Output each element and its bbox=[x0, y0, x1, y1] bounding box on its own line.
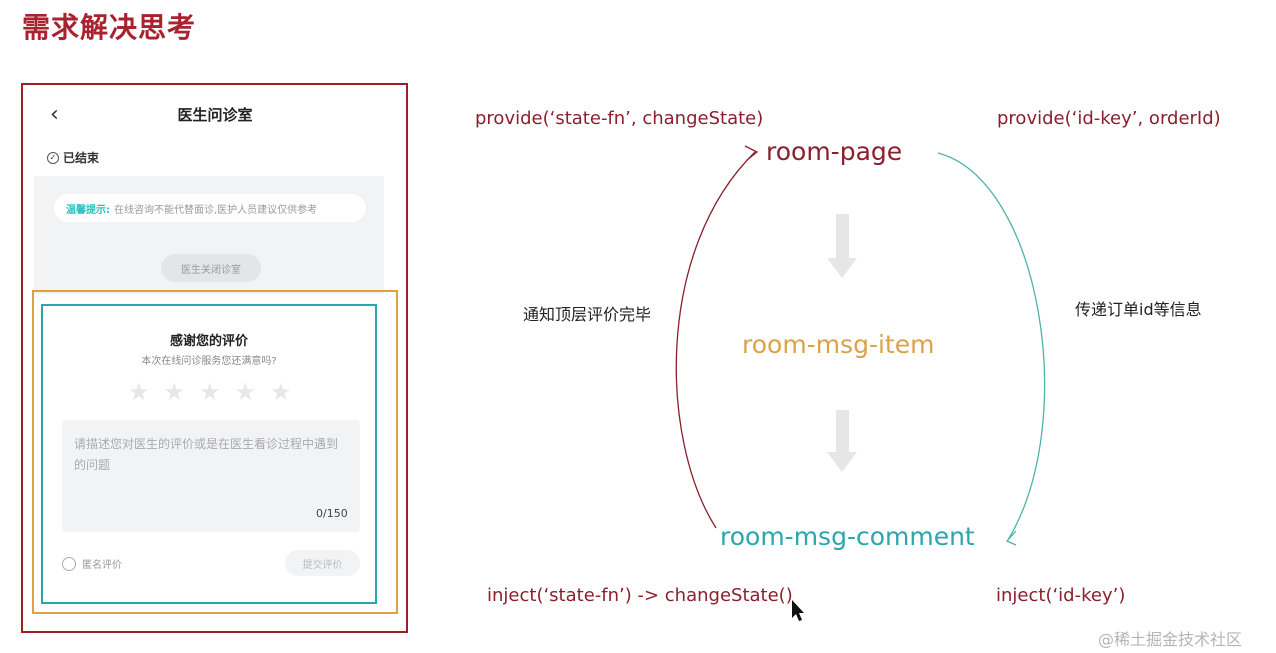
node-room-msg-comment: room-msg-comment bbox=[720, 522, 975, 551]
char-counter: 0/150 bbox=[316, 507, 348, 520]
anonymous-toggle[interactable]: 匿名评价 bbox=[62, 556, 122, 571]
back-icon[interactable]: ‹ bbox=[50, 102, 59, 127]
review-question: 本次在线问诊服务您还满意吗? bbox=[141, 356, 277, 367]
star-icon[interactable]: ★ bbox=[128, 378, 150, 406]
consult-status: ✓ 已结束 bbox=[47, 149, 99, 166]
provide-id-code: provide(‘id-key’, orderId) bbox=[997, 108, 1221, 129]
inject-id-code: inject(‘id-key’) bbox=[996, 585, 1126, 606]
star-icon[interactable]: ★ bbox=[234, 378, 257, 406]
page-title: 需求解决思考 bbox=[22, 11, 197, 44]
provide-state-code: provide(‘state-fn’, changeState) bbox=[475, 108, 764, 129]
tip-label: 温馨提示: bbox=[66, 204, 110, 216]
room-msg-item-highlight bbox=[32, 290, 398, 614]
review-textarea[interactable]: 请描述您对医生的评价或是在医生看诊过程中遇到的问题 bbox=[62, 420, 360, 532]
tip-text: 在线咨询不能代替面诊,医护人员建议仅供参考 bbox=[114, 204, 318, 216]
nav-title: 医生问诊室 bbox=[177, 106, 253, 124]
inject-state-code: inject(‘state-fn’) -> changeState() bbox=[487, 585, 793, 606]
doctor-closed-room-notice: 医生关闭诊室 bbox=[161, 254, 261, 282]
star-icon[interactable]: ★ bbox=[163, 378, 186, 406]
down-arrow-1 bbox=[827, 214, 857, 278]
node-room-msg-item: room-msg-item bbox=[742, 330, 935, 359]
anonymous-label: 匿名评价 bbox=[82, 560, 122, 571]
cursor-icon bbox=[792, 600, 804, 621]
watermark: @稀土掘金技术社区 bbox=[1098, 630, 1243, 649]
pass-arrowhead bbox=[1005, 530, 1017, 546]
tip-bubble: 温馨提示: 在线咨询不能代替面诊,医护人员建议仅供参考 bbox=[54, 194, 366, 222]
check-circle-icon: ✓ bbox=[47, 151, 59, 164]
star-icon[interactable]: ★ bbox=[199, 378, 221, 406]
rating-stars[interactable]: ★ ★ ★ ★ ★ bbox=[128, 380, 292, 404]
notify-arrow-line bbox=[675, 151, 756, 529]
down-arrow-2 bbox=[827, 410, 857, 472]
left-label: 通知顶层评价完毕 bbox=[523, 305, 652, 324]
pass-arrow-line bbox=[937, 152, 1046, 541]
review-title: 感谢您的评价 bbox=[169, 334, 248, 349]
submit-review-button[interactable]: 提交评价 bbox=[285, 550, 360, 576]
status-text: 已结束 bbox=[63, 151, 100, 165]
node-room-page: room-page bbox=[766, 137, 903, 166]
radio-icon[interactable] bbox=[62, 556, 76, 571]
star-icon[interactable]: ★ bbox=[270, 378, 292, 406]
notify-arrowhead bbox=[744, 145, 759, 161]
right-label: 传递订单id等信息 bbox=[1075, 300, 1202, 319]
